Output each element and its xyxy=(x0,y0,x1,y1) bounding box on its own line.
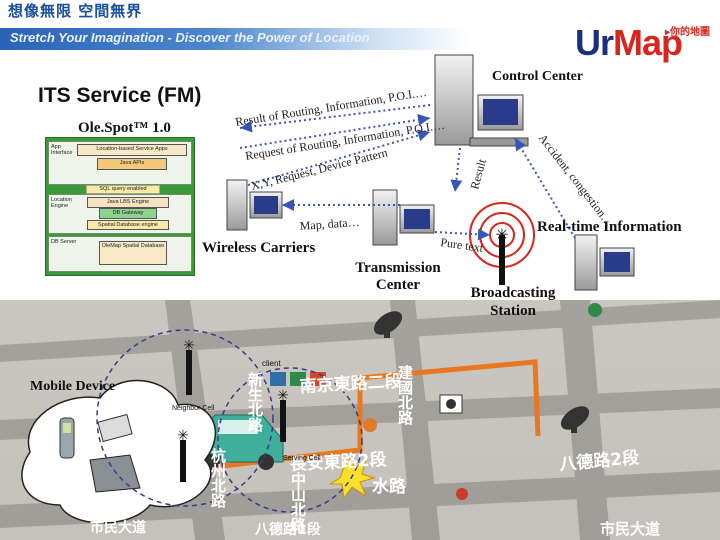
neighbor-cell-label: Neighbor Cell xyxy=(172,405,215,412)
svg-text:✳: ✳ xyxy=(183,337,195,353)
architecture-diagram: App Interface Location-based Service App… xyxy=(45,137,195,276)
cell-tower-icon: ✳ xyxy=(177,427,189,482)
control-center-label: Control Center xyxy=(492,69,583,84)
flow-label-result: Result xyxy=(467,157,489,191)
wireless-carriers-label: Wireless Carriers xyxy=(202,240,315,256)
app-layer: App Interface Location-based Service App… xyxy=(48,141,192,185)
sql-box: SQL query enabled xyxy=(86,185,160,194)
transmission-center-computer-icon xyxy=(372,189,435,246)
mobile-device-label: Mobile Device xyxy=(30,379,115,394)
olespot-label: Ole.Spot™ 1.0 xyxy=(78,120,171,136)
street-label: 中山北路 xyxy=(289,471,307,532)
realtime-info-label: Real-time Information xyxy=(537,219,682,235)
street-label: 八德路1段 xyxy=(254,521,321,538)
street-label: 市民大道 xyxy=(600,520,660,538)
map-marker-icon xyxy=(588,303,602,317)
logo-accent: Map xyxy=(613,22,683,63)
service-apps-box: Location-based Service Apps xyxy=(77,144,187,156)
serving-cell-coverage xyxy=(217,367,363,513)
wireless-carrier-computer-icon xyxy=(226,179,283,231)
map-marker-icon xyxy=(363,418,377,432)
svg-text:✳: ✳ xyxy=(177,427,189,443)
street-label: 建國北路 xyxy=(396,364,414,425)
transmission-center-label: Transmission Center xyxy=(355,260,441,293)
street-label: 杭州北路 xyxy=(209,447,227,508)
broadcasting-station-label: Broadcasting Station xyxy=(470,285,556,319)
svg-text:✳: ✳ xyxy=(277,387,289,403)
street-label: 水路 xyxy=(372,476,407,497)
banner-strip xyxy=(0,28,470,50)
db-gateway-box: DB Gateway xyxy=(99,208,157,219)
lbs-engine-box: Java LBS Engine xyxy=(87,197,169,208)
street-label: 新生北路 xyxy=(246,371,264,432)
flow-arrows xyxy=(239,104,576,241)
street-label: 長安東路2段 xyxy=(289,449,387,475)
svg-text:✳: ✳ xyxy=(495,227,508,244)
pda-icon xyxy=(97,413,133,443)
banner-title: 想像無限 空間無界 xyxy=(8,2,143,20)
java-apis-box: Java APIs xyxy=(97,158,167,170)
spatial-database-box: OleMap Spatial Database xyxy=(99,241,167,265)
banner-slogan: Stretch Your Imagination - Discover the … xyxy=(10,30,370,45)
engine-layer: Location Engine Java LBS Engine DB Gatew… xyxy=(48,194,192,234)
map-marker-icon xyxy=(456,488,468,500)
neighbor-cell-coverage xyxy=(96,329,274,507)
satellite-dish-icon xyxy=(560,406,590,433)
page-title: ITS Service (FM) xyxy=(38,84,202,107)
app-layer-label: App Interface xyxy=(51,144,73,156)
map-marker-icon xyxy=(290,372,306,386)
city-map: ✳ ✳ ✳ 南京東路二段 長安東路2段 八德路2段 市民大道 水路 市民大道 八… xyxy=(0,300,720,540)
laptop-icon xyxy=(89,454,141,493)
flow-label-accident: Accident, congestion… xyxy=(536,131,617,229)
control-center-server-icon xyxy=(434,54,529,147)
logo-main: Ur xyxy=(575,22,614,63)
engine-layer-label: Location Engine xyxy=(51,197,72,209)
urmap-logo: UrMap xyxy=(575,22,683,64)
mobile-device-cloud xyxy=(21,379,216,524)
cell-tower-icon: ✳ xyxy=(277,387,289,442)
serving-cell-label: Serving Cell xyxy=(283,455,321,462)
cell-tower-icon: ✳ xyxy=(183,337,195,395)
street-label: 市民大道 xyxy=(90,519,146,536)
map-marker-icon xyxy=(270,372,286,386)
logo-subtitle: ▸你的地圖 xyxy=(665,27,711,38)
db-layer: DB Server OleMap Spatial Database xyxy=(48,236,192,272)
satellite-dish-icon xyxy=(373,311,403,338)
realtime-info-computer-icon xyxy=(574,234,635,291)
db-layer-label: DB Server xyxy=(51,239,77,245)
spatial-engine-box: Spatial Database engine xyxy=(87,220,169,230)
flow-label-map-data: Map, data… xyxy=(299,215,360,233)
flow-label-pure-text: Pure text xyxy=(440,235,485,255)
client-label: client xyxy=(262,359,281,368)
